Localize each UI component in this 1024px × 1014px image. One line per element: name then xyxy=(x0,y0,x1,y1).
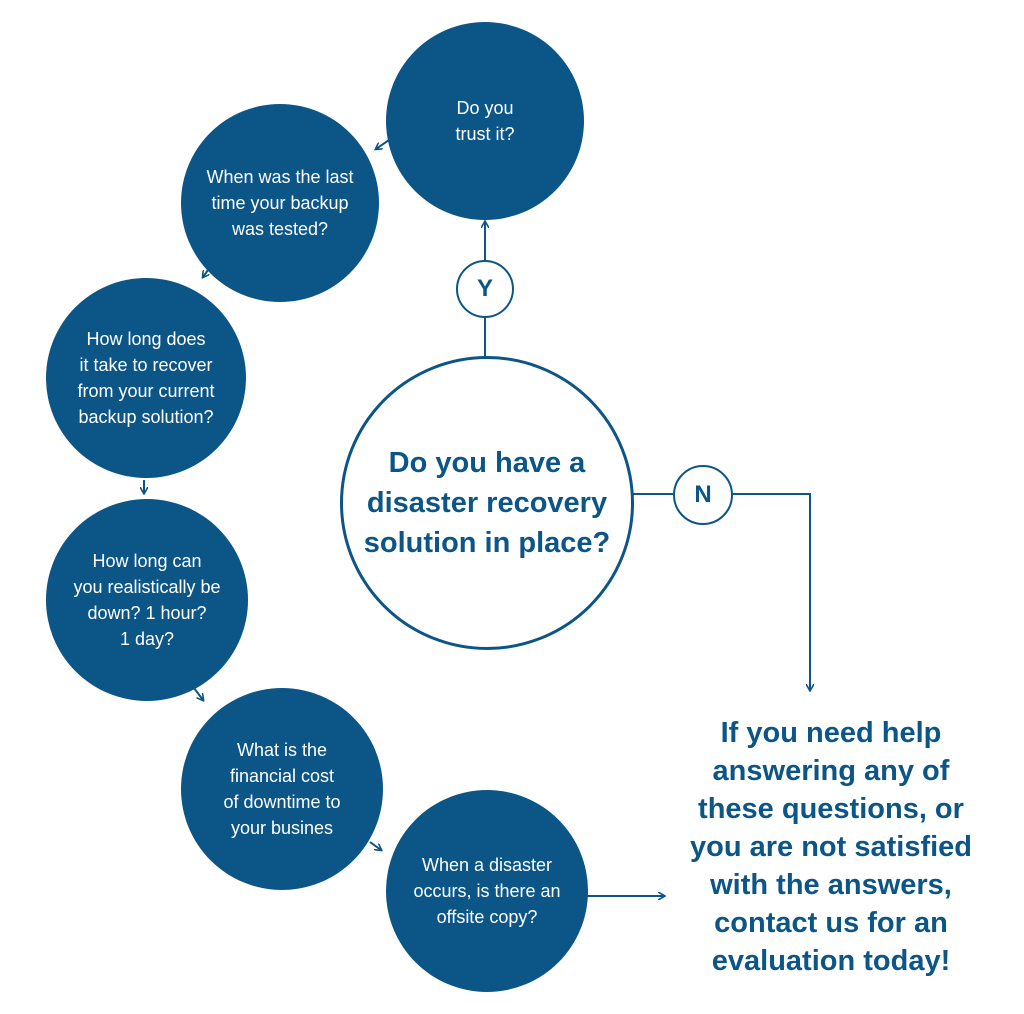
question-trust-it: Do you trust it? xyxy=(386,22,584,220)
center-question: Do you have a disaster recovery solution… xyxy=(340,356,634,650)
yes-badge: Y xyxy=(456,260,514,318)
question-recovery-time: How long does it take to recover from yo… xyxy=(46,278,246,478)
call-to-action: If you need help answering any of these … xyxy=(689,717,972,977)
question-financial-cost: What is the financial cost of downtime t… xyxy=(181,688,383,890)
arrow-trust-to-tested xyxy=(376,139,390,149)
arrow-cost-to-offsite xyxy=(369,841,381,850)
question-downtime-tolerance: How long can you realistically be down? … xyxy=(46,499,248,701)
no-badge: N xyxy=(673,465,733,525)
arrow-no-to-cta xyxy=(733,493,810,690)
arrow-down-to-cost xyxy=(193,687,203,700)
question-offsite-copy: When a disaster occurs, is there an offs… xyxy=(386,790,588,992)
question-last-tested: When was the last time your backup was t… xyxy=(181,104,379,302)
